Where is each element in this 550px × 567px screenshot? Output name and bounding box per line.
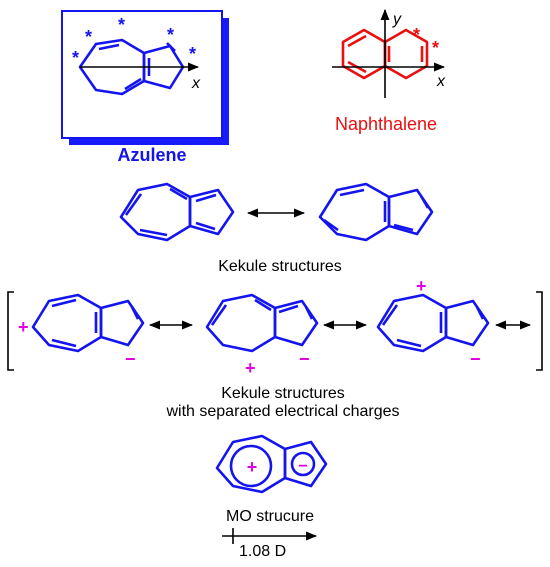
star-marker: *: [189, 44, 196, 64]
naphthalene-axes: y x: [332, 8, 446, 98]
plus-charge: +: [18, 317, 29, 337]
dipole-value: 1.08 D: [239, 543, 286, 560]
mo-caption: MO strucure: [226, 508, 314, 525]
minus-charge: −: [299, 349, 310, 369]
minus-charge: −: [298, 458, 307, 475]
azulene-x-label: x: [191, 75, 201, 92]
separated-caption-line2: with separated electrical charges: [165, 403, 399, 420]
star-marker: *: [118, 15, 125, 35]
kekule-structure-1: [119, 182, 235, 242]
dipole-arrow: [222, 528, 318, 544]
box-frame: [61, 10, 223, 139]
kekule-caption: Kekule structures: [218, 258, 342, 275]
plus-charge: +: [416, 276, 427, 296]
minus-charge: −: [125, 349, 136, 369]
star-marker: *: [167, 25, 174, 45]
naphthalene: y x * * Naphthalene: [332, 8, 446, 134]
bracket-right: [536, 291, 543, 371]
kekule-structure-2: [318, 182, 434, 242]
separated-caption-line1: Kekule structures: [221, 385, 345, 402]
naphthalene-x-label: x: [436, 73, 446, 90]
azulene-title: Azulene: [117, 145, 186, 165]
naphthalene-title: Naphthalene: [335, 114, 437, 134]
star-marker: *: [72, 48, 79, 68]
mo-structure: [215, 434, 328, 494]
azulene-box: x * * * * *: [61, 10, 229, 145]
star-marker: *: [432, 38, 439, 58]
charged-structure-3: [376, 293, 490, 353]
naphthalene-y-label: y: [392, 11, 402, 28]
azulene-stars: * * * * *: [72, 15, 196, 68]
bracket-left: [7, 291, 14, 371]
charged-structure-2: [205, 293, 319, 353]
minus-charge: −: [470, 349, 481, 369]
star-marker: *: [413, 25, 420, 45]
plus-charge: +: [245, 358, 256, 378]
star-marker: *: [85, 27, 92, 47]
charged-structure-1: [31, 293, 145, 353]
plus-charge: +: [247, 457, 258, 477]
azulene-axis: x: [80, 62, 201, 92]
